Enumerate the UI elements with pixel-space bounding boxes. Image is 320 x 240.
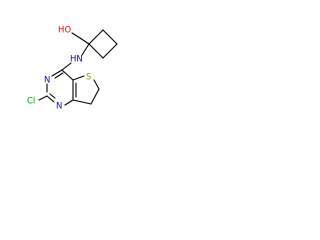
bond-nh-c4 [61, 62, 72, 71]
atom-label-chlorine: Cl [27, 97, 35, 107]
atom-label-hydroxyl: HO [58, 26, 71, 36]
atom-label-nitrogen-bottom: N [56, 102, 62, 112]
atom-label-layer: HO HN S N N Cl [27, 26, 91, 112]
bond-c4-n3 [51, 69, 63, 77]
bond-n1-c7a [64, 99, 74, 106]
atom-label-amine: HN [70, 55, 83, 65]
bond-cyclobutane-1 [88, 29, 104, 45]
bond-c4a-c4 [61, 69, 74, 81]
bond-ch2-ch2 [90, 88, 100, 105]
bond-ch2-c7a [72, 99, 92, 105]
atom-label-nitrogen-top: N [44, 76, 50, 86]
bond-cyclobutane-3 [102, 43, 118, 59]
bond-c4-n3-double [54, 72, 64, 79]
structure-canvas: HO HN S N N Cl [0, 0, 152, 152]
bond-c2-cl [38, 95, 48, 101]
bond-c2-n1 [46, 95, 55, 103]
atom-label-sulfur: S [86, 73, 91, 83]
bond-cyclobutane-2 [102, 29, 118, 45]
bond-s-ch2 [93, 79, 100, 90]
bond-cyclobutane-4 [88, 43, 104, 59]
bond-ch2-cq [79, 37, 90, 45]
bond-o-ch2 [71, 32, 81, 39]
bond-layer [38, 29, 118, 106]
bond-c4a-s [72, 75, 85, 81]
chemical-structure-diagram: HO HN S N N Cl [27, 26, 118, 112]
bond-cq-nh [81, 43, 90, 56]
bond-c2-n1-double [49, 93, 56, 99]
